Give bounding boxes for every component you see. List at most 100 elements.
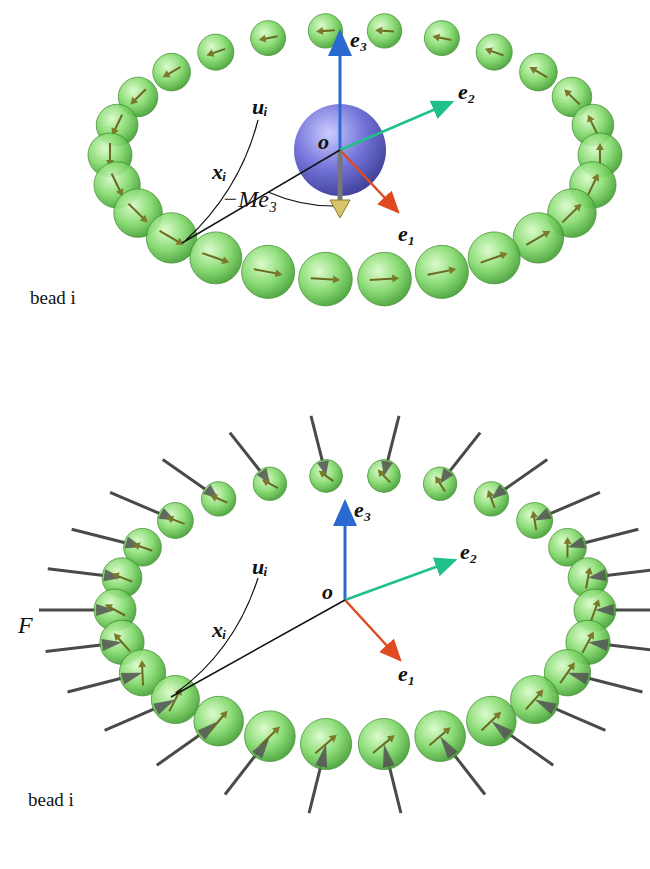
director-head (487, 490, 494, 498)
bead (190, 232, 242, 284)
bead-ring (88, 14, 622, 306)
director-head (529, 67, 537, 74)
bead (513, 213, 563, 263)
director-head (387, 735, 395, 743)
axis-label: e₁ (398, 222, 415, 246)
bead (308, 14, 342, 48)
force-head (440, 736, 458, 758)
bead (198, 34, 234, 70)
force-head (535, 700, 557, 715)
bead (358, 252, 412, 306)
bead (367, 14, 401, 48)
bead (520, 53, 558, 91)
axis-label: e₁ (398, 662, 415, 686)
axis-label: e₂ (460, 540, 477, 564)
director-head (536, 690, 544, 698)
director-arrow (129, 204, 145, 220)
director-arrow (562, 207, 578, 223)
director-arrow (160, 231, 181, 243)
director-head (262, 479, 270, 486)
bead (310, 460, 343, 493)
director-arrow (481, 254, 504, 262)
bead (358, 718, 409, 769)
axis-label: e₃ (354, 498, 371, 522)
bead (517, 503, 553, 539)
director-head (166, 516, 174, 523)
bead (511, 675, 559, 723)
axis-label: e₃ (350, 28, 367, 52)
director-head (140, 215, 148, 223)
director-arrow (260, 729, 277, 746)
director-arrow (141, 664, 144, 685)
director-head (220, 711, 228, 719)
force-head (491, 721, 512, 740)
director-head (568, 662, 575, 670)
vector-label: xᵢ (212, 618, 227, 642)
director-head (392, 275, 399, 283)
director-head (592, 173, 599, 181)
director-arrow (311, 278, 336, 280)
force-head (121, 673, 143, 685)
director-arrow (429, 730, 447, 745)
vector-label: xᵢ (212, 160, 227, 184)
director-head (319, 471, 327, 478)
director-arrow (428, 270, 453, 275)
force-head (96, 604, 115, 616)
bead (151, 675, 199, 723)
bead (468, 232, 520, 284)
director-arrow (315, 737, 333, 753)
director-head (329, 735, 337, 743)
director-head (176, 238, 184, 245)
force-head (101, 639, 122, 651)
force-head (491, 484, 507, 498)
bead (299, 252, 353, 306)
bead-label: bead i (30, 288, 76, 309)
director-head (587, 632, 594, 640)
director-arrow (117, 636, 131, 651)
director-arrow (560, 666, 572, 684)
bead (153, 53, 191, 91)
director-head (221, 257, 229, 265)
bead (476, 34, 512, 70)
director-head (272, 727, 280, 735)
director-head (596, 143, 604, 150)
bead (467, 696, 517, 746)
force-head (440, 468, 453, 484)
director-arrow (373, 738, 392, 753)
moment-label: −Me₃ (222, 186, 277, 212)
bead (242, 245, 295, 298)
director-head (206, 49, 214, 57)
director-head (485, 47, 493, 55)
bead (368, 460, 401, 493)
director-arrow (526, 693, 541, 710)
director-head (112, 573, 120, 580)
director-head (564, 89, 572, 97)
origin-label: o (322, 580, 333, 604)
director-arrow (112, 173, 121, 192)
director-head (130, 97, 138, 105)
bead-ring-forces (39, 416, 650, 813)
director-head (138, 660, 146, 667)
force-head (383, 744, 395, 768)
director-arrow (254, 269, 279, 274)
director-head (163, 70, 171, 77)
bead (423, 467, 456, 500)
director-head (375, 27, 382, 35)
director-head (259, 35, 267, 43)
bead (300, 718, 351, 769)
bead (424, 21, 459, 56)
force-head (103, 569, 122, 581)
director-head (378, 470, 386, 478)
director-head (114, 633, 122, 641)
bead-label: bead i (28, 790, 74, 811)
bead (194, 696, 244, 746)
director-head (435, 476, 442, 484)
director-arrow (481, 714, 498, 730)
vector-label: uᵢ (252, 95, 268, 119)
bead (415, 245, 468, 298)
axis-label: e₂ (458, 80, 475, 104)
force-head (588, 639, 609, 651)
director-head (210, 494, 218, 501)
director-head (574, 204, 582, 212)
force-label: F (18, 612, 33, 638)
